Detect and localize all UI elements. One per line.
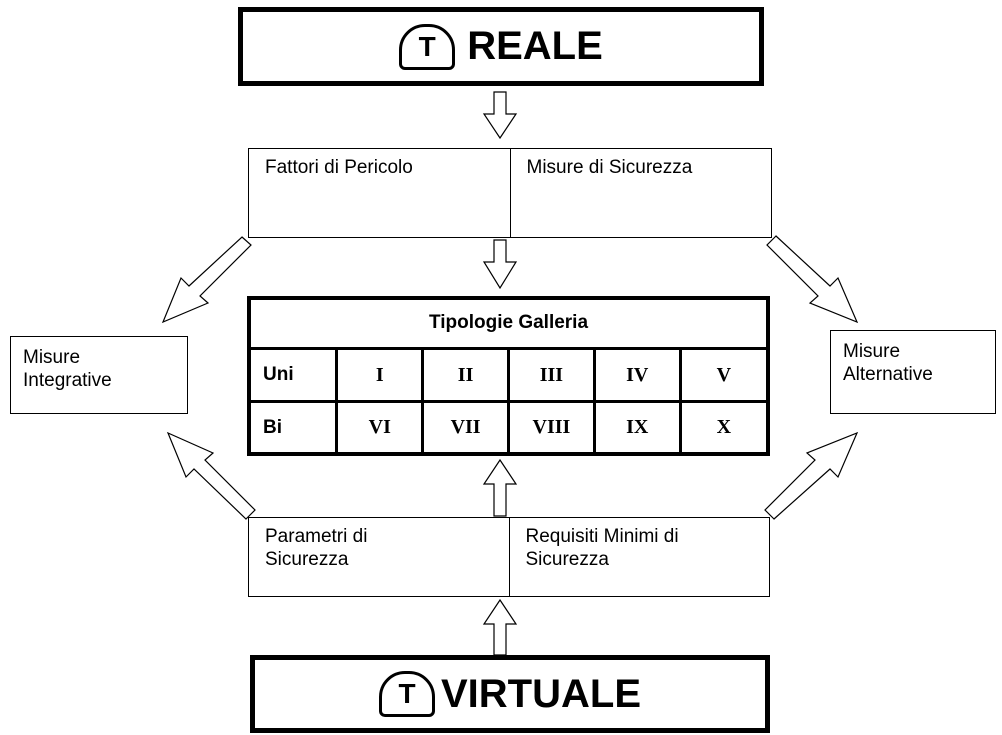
arrow-diag-top-right [766,235,859,324]
tipologia-cell: VII [421,400,510,452]
parametri-line2: Sicurezza [265,548,349,570]
tipologia-cell: V [678,346,766,404]
tipologia-cell: IX [592,400,682,452]
tipologia-cell: II [421,346,510,404]
misure-di-sicurezza-cell: Misure di Sicurezza [509,149,772,237]
arrow-up-1 [482,458,518,517]
fattori-di-pericolo-label: Fattori di Pericolo [265,157,413,178]
t-badge-bottom: T [379,671,435,717]
t-badge-top: T [399,23,456,70]
misure-integrative-box: Misure Integrative [10,336,188,414]
tipologie-galleria-table: Tipologie Galleria Uni I II III IV V Bi … [247,296,770,456]
tipologia-cell: X [678,400,766,452]
arrow-diag-bottom-left [166,431,256,520]
fattori-di-pericolo-cell: Fattori di Pericolo [249,149,510,237]
virtuale-title: VIRTUALE [441,671,641,716]
tipologia-cell: VIII [506,400,596,452]
tipologia-cell: I [335,346,425,404]
requisiti-line1: Requisiti Minimi di [525,526,679,547]
reale-title: REALE [467,24,603,68]
misure-integrative-line1: Misure [23,347,81,368]
table-row-uni: Uni I II III IV V [251,346,766,404]
upper-split-box: Fattori di Pericolo Misure di Sicurezza [248,148,772,238]
arrow-diag-top-left [161,236,252,324]
parametri-line1: Parametri di [265,526,368,547]
arrow-diag-bottom-right [764,431,859,520]
table-row-bi: Bi VI VII VIII IX X [251,400,766,452]
misure-alternative-line1: Misure [843,341,901,362]
tipologia-cell: VI [335,400,425,452]
table-header: Tipologie Galleria [251,300,766,350]
misure-alternative-box: Misure Alternative [830,330,996,414]
requisiti-line2: Sicurezza [525,548,609,570]
row-label-bi: Bi [251,400,339,452]
row-label-uni: Uni [251,346,339,404]
reale-box: T REALE [238,7,764,86]
tipologia-cell: III [506,346,596,404]
misure-integrative-line2: Integrative [23,369,112,391]
arrow-down-2 [482,239,518,290]
parametri-di-sicurezza-cell: Parametri di Sicurezza [249,518,509,596]
misure-di-sicurezza-label: Misure di Sicurezza [526,157,693,178]
arrow-up-2 [482,598,518,656]
virtuale-box: T VIRTUALE [250,655,770,733]
lower-split-box: Parametri di Sicurezza Requisiti Minimi … [248,517,770,597]
misure-alternative-line2: Alternative [843,363,933,385]
tipologia-cell: IV [592,346,682,404]
arrow-down-1 [482,91,518,140]
requisiti-minimi-cell: Requisiti Minimi di Sicurezza [508,518,770,596]
